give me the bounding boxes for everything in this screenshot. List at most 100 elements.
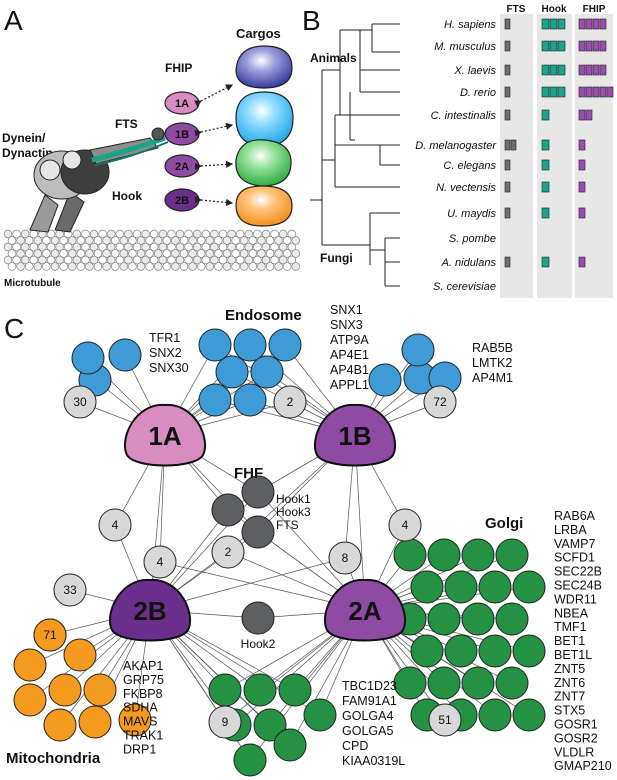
tubulin-subunit	[257, 262, 266, 271]
tubulin-subunit	[257, 249, 266, 258]
tubulin-subunit	[12, 255, 21, 265]
phylogenetic-tree	[310, 23, 400, 287]
gene-symbol: KIAA0319L	[342, 754, 405, 768]
mitochondria-protein-node	[48, 673, 82, 707]
golgi-protein-node	[427, 666, 461, 700]
gene-symbol: SEC22B	[554, 565, 602, 579]
fhip-copy-mark	[585, 40, 593, 52]
fhip-copy-mark	[606, 86, 614, 98]
species-name: S. cerevisiae	[433, 281, 496, 293]
tubulin-subunit	[115, 255, 125, 265]
fhf-complex-node	[241, 475, 275, 509]
hook-copy-mark	[557, 86, 566, 98]
tubulin-subunit	[93, 262, 103, 271]
gene-symbol: TRAK1	[123, 729, 163, 743]
tubulin-subunit	[102, 249, 111, 258]
count-node-right4-label: 4	[402, 518, 409, 532]
hook-copy-mark	[557, 18, 566, 30]
tubulin-subunit	[21, 229, 30, 239]
hub-h2a-label: 2A	[348, 596, 381, 626]
tubulin-subunit	[253, 242, 262, 252]
group-animals: Animals	[310, 51, 357, 65]
tubulin-subunit	[25, 236, 34, 245]
cargo-blue	[235, 45, 293, 89]
tubulin-subunit	[89, 255, 99, 265]
tubulin-subunit	[106, 255, 116, 265]
endosome-protein-node	[401, 333, 435, 367]
tubulin-subunit	[261, 255, 271, 265]
tubulin-subunit	[218, 255, 228, 265]
hook-copy-mark	[541, 207, 550, 219]
tubulin-subunit	[21, 255, 30, 265]
tubulin-subunit	[81, 229, 90, 239]
fhip-copy-mark	[585, 18, 593, 30]
hook-copy-mark	[541, 159, 550, 171]
count-node-c33: 33	[53, 573, 87, 607]
tubulin-subunit	[141, 242, 150, 252]
tubulin-subunit	[16, 249, 25, 258]
tubulin-subunit	[16, 236, 25, 245]
fhip-copy-mark	[578, 207, 586, 219]
tubulin-subunit	[25, 249, 34, 258]
tubulin-subunit	[201, 242, 211, 252]
endosome-protein-node	[233, 383, 267, 417]
fhip-copy-mark	[592, 40, 600, 52]
gene-symbol: RAB5B	[472, 341, 513, 355]
endosome-protein-node	[198, 383, 232, 417]
tubulin-subunit	[171, 249, 180, 258]
fts-copy-mark	[504, 64, 511, 76]
gene-symbol: SNX30	[149, 361, 189, 375]
tubulin-subunit	[76, 262, 86, 271]
tubulin-subunit	[167, 255, 176, 265]
mitochondria-protein-node	[43, 708, 77, 742]
hook-copy-mark	[541, 40, 550, 52]
microtubule-illustration	[3, 229, 300, 271]
hook-copy-mark	[541, 109, 550, 121]
tubulin-subunit	[67, 262, 77, 271]
tubulin-subunit	[115, 229, 125, 239]
golgi-protein-node	[444, 570, 478, 604]
hub-h1b: 1B	[314, 403, 396, 467]
tubulin-subunit	[132, 242, 142, 252]
tubulin-subunit	[283, 262, 292, 271]
tubulin-subunit	[167, 242, 176, 252]
tubulin-subunit	[214, 249, 223, 258]
tubulin-subunit	[291, 249, 300, 258]
tubulin-subunit	[270, 229, 279, 239]
mitochondria-protein-node	[78, 705, 112, 739]
cargos-title: Cargos	[236, 26, 281, 41]
paralog-1a-label: 1A	[175, 98, 189, 110]
hook-copy-mark	[541, 64, 550, 76]
column-header-fhip: FHIP	[583, 4, 606, 15]
golgi-protein-node	[461, 666, 495, 700]
tubulin-subunit	[193, 242, 202, 252]
tubulin-subunit	[205, 249, 215, 258]
gene-symbol: MAVS	[123, 715, 158, 729]
gene-symbol: GOLGA4	[342, 709, 393, 723]
species-row: A. nidulans	[441, 256, 586, 269]
tubulin-subunit	[21, 242, 30, 252]
golgi-protein-node	[461, 602, 495, 636]
tubulin-subunit	[253, 255, 262, 265]
fhip-copy-mark	[585, 86, 593, 98]
fhip-copy-mark	[578, 18, 586, 30]
tubulin-subunit	[42, 249, 51, 258]
fts-copy-mark	[504, 139, 511, 151]
tubulin-subunit	[231, 236, 240, 245]
fhip-copy-mark	[585, 64, 593, 76]
hub-h1a-label: 1A	[148, 421, 181, 451]
golgi-protein-node	[410, 634, 444, 668]
species-row: U. maydis	[447, 207, 586, 220]
count-node-c71: 71	[33, 618, 67, 652]
golgi-title: Golgi	[485, 515, 523, 532]
tubulin-subunit	[110, 249, 120, 258]
tubulin-subunit	[16, 262, 25, 271]
tubulin-subunit	[184, 255, 193, 265]
gene-symbol: NBEA	[554, 606, 589, 620]
golgi-protein-node	[393, 538, 427, 572]
tubulin-subunit	[67, 236, 77, 245]
tubulin-subunit	[154, 262, 163, 271]
